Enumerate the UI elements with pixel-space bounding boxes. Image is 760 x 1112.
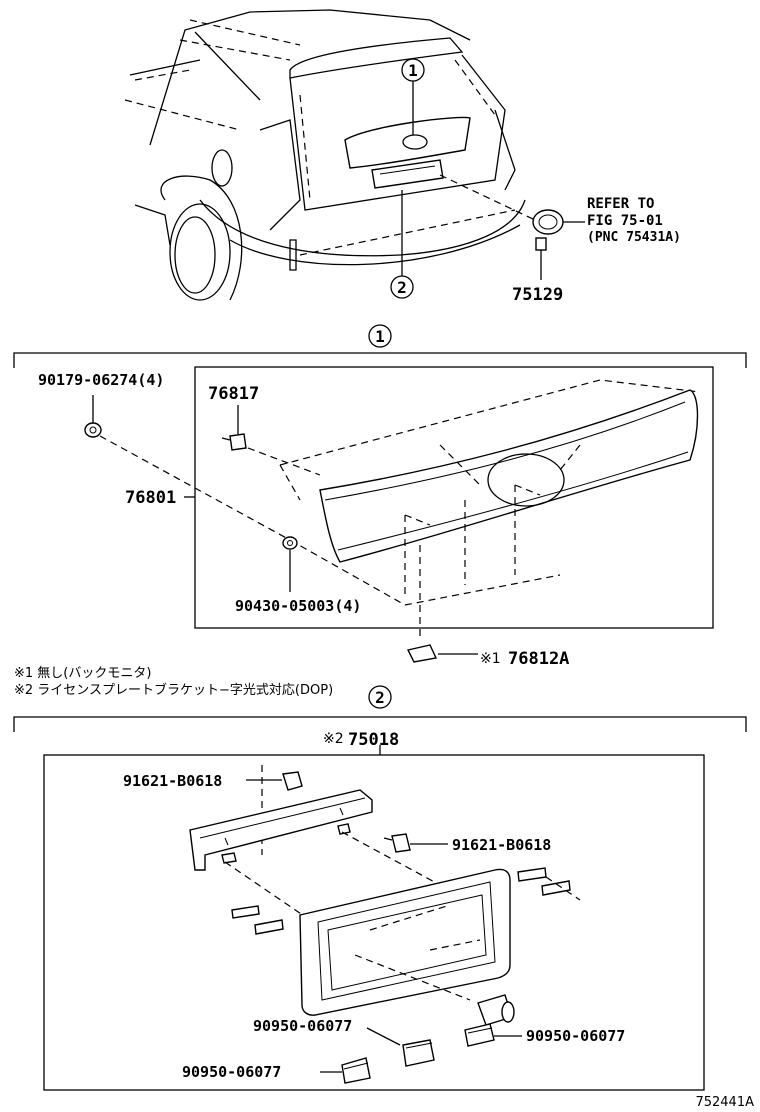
part-91621-label-a: 91621-B0618	[123, 772, 222, 790]
part-90950-label-c: 90950-06077	[182, 1063, 281, 1081]
refer-fig-label: FIG 75-01	[587, 213, 663, 229]
callout-2-top: 2	[390, 190, 414, 299]
car-rear-illustration	[124, 9, 585, 301]
note-ref-2: ※2	[323, 731, 344, 747]
part-90950-label-a: 90950-06077	[253, 1017, 352, 1035]
note-ref-1: ※1	[480, 651, 501, 667]
svg-text:1: 1	[408, 61, 418, 80]
part-76817-label: 76817	[208, 384, 259, 404]
svg-text:2: 2	[375, 688, 385, 707]
refer-pnc-label: (PNC 75431A)	[587, 230, 681, 245]
part-90950-label-b: 90950-06077	[526, 1027, 625, 1045]
part-76812A-label: 76812A	[508, 649, 569, 669]
garnish-illustration	[84, 379, 701, 663]
part-91621-label-b: 91621-B0618	[452, 836, 551, 854]
svg-text:1: 1	[375, 327, 385, 346]
figure-id: 752441A	[695, 1095, 754, 1110]
svg-text:2: 2	[397, 278, 407, 297]
section-2-frame: 2	[13, 685, 747, 1091]
part-75018-label: 75018	[348, 730, 399, 750]
part-90179-label: 90179-06274(4)	[38, 371, 164, 389]
note-1: ※1 無し(バックモニタ)	[14, 666, 151, 681]
callout-1-top: 1	[401, 58, 425, 135]
part-76801-label: 76801	[125, 488, 176, 508]
refer-to-label: REFER TO	[587, 196, 654, 212]
bracket-illustration	[189, 765, 581, 1084]
section-1-frame: 1	[13, 324, 747, 629]
note-2: ※2 ライセンスプレートブラケット−字光式対応(DOP)	[14, 682, 333, 698]
part-75129-label: 75129	[512, 285, 563, 305]
part-90430-label: 90430-05003(4)	[235, 597, 361, 615]
